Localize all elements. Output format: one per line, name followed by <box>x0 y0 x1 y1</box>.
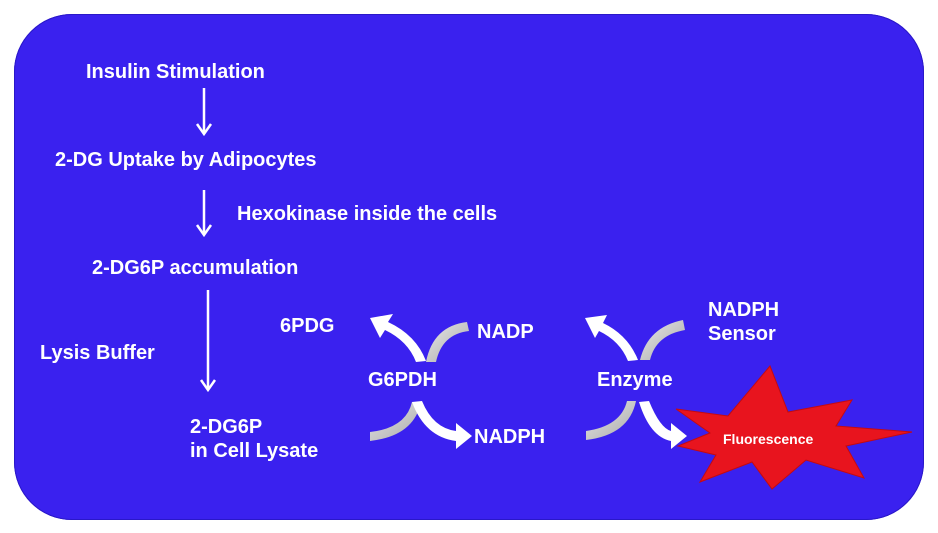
cofactor-nadph: NADPH <box>474 426 546 448</box>
cofactor-nadp: NADP <box>477 321 534 343</box>
arrow-down-icon <box>195 88 213 137</box>
curved-arrow-icon <box>639 401 687 449</box>
fluorescence-label: Fluorescence <box>723 431 814 447</box>
starburst-icon <box>675 365 913 490</box>
product-6pdg: 6PDG <box>280 315 335 337</box>
sensor-line-1: NADPH <box>708 299 780 321</box>
step-2dg-uptake: 2-DG Uptake by Adipocytes <box>55 149 317 171</box>
label-hexokinase: Hexokinase inside the cells <box>237 203 498 225</box>
curved-arrow-icon <box>412 401 472 449</box>
step-2dg6p-lysate: 2-DG6P in Cell Lysate <box>190 415 318 463</box>
curved-arrow-icon <box>370 402 421 441</box>
step-2dg6p-accumulation: 2-DG6P accumulation <box>92 257 299 279</box>
sensor-line-2: Sensor <box>708 323 776 345</box>
arrow-down-icon <box>195 190 213 238</box>
nadph-sensor: NADPH Sensor <box>708 298 779 346</box>
label-lysis-buffer: Lysis Buffer <box>40 342 155 364</box>
lysate-line-2: in Cell Lysate <box>190 440 319 462</box>
arrow-down-icon <box>199 290 217 393</box>
enzyme-g6pdh: G6PDH <box>368 369 437 391</box>
enzyme-label: Enzyme <box>597 369 673 391</box>
curved-arrow-icon <box>585 315 638 361</box>
curved-arrow-icon <box>586 401 636 440</box>
lysate-line-1: 2-DG6P <box>190 416 263 438</box>
curved-arrow-icon <box>370 314 426 362</box>
step-insulin-stimulation: Insulin Stimulation <box>86 61 265 83</box>
curved-arrow-icon <box>426 322 469 362</box>
curved-arrow-icon <box>640 320 685 360</box>
